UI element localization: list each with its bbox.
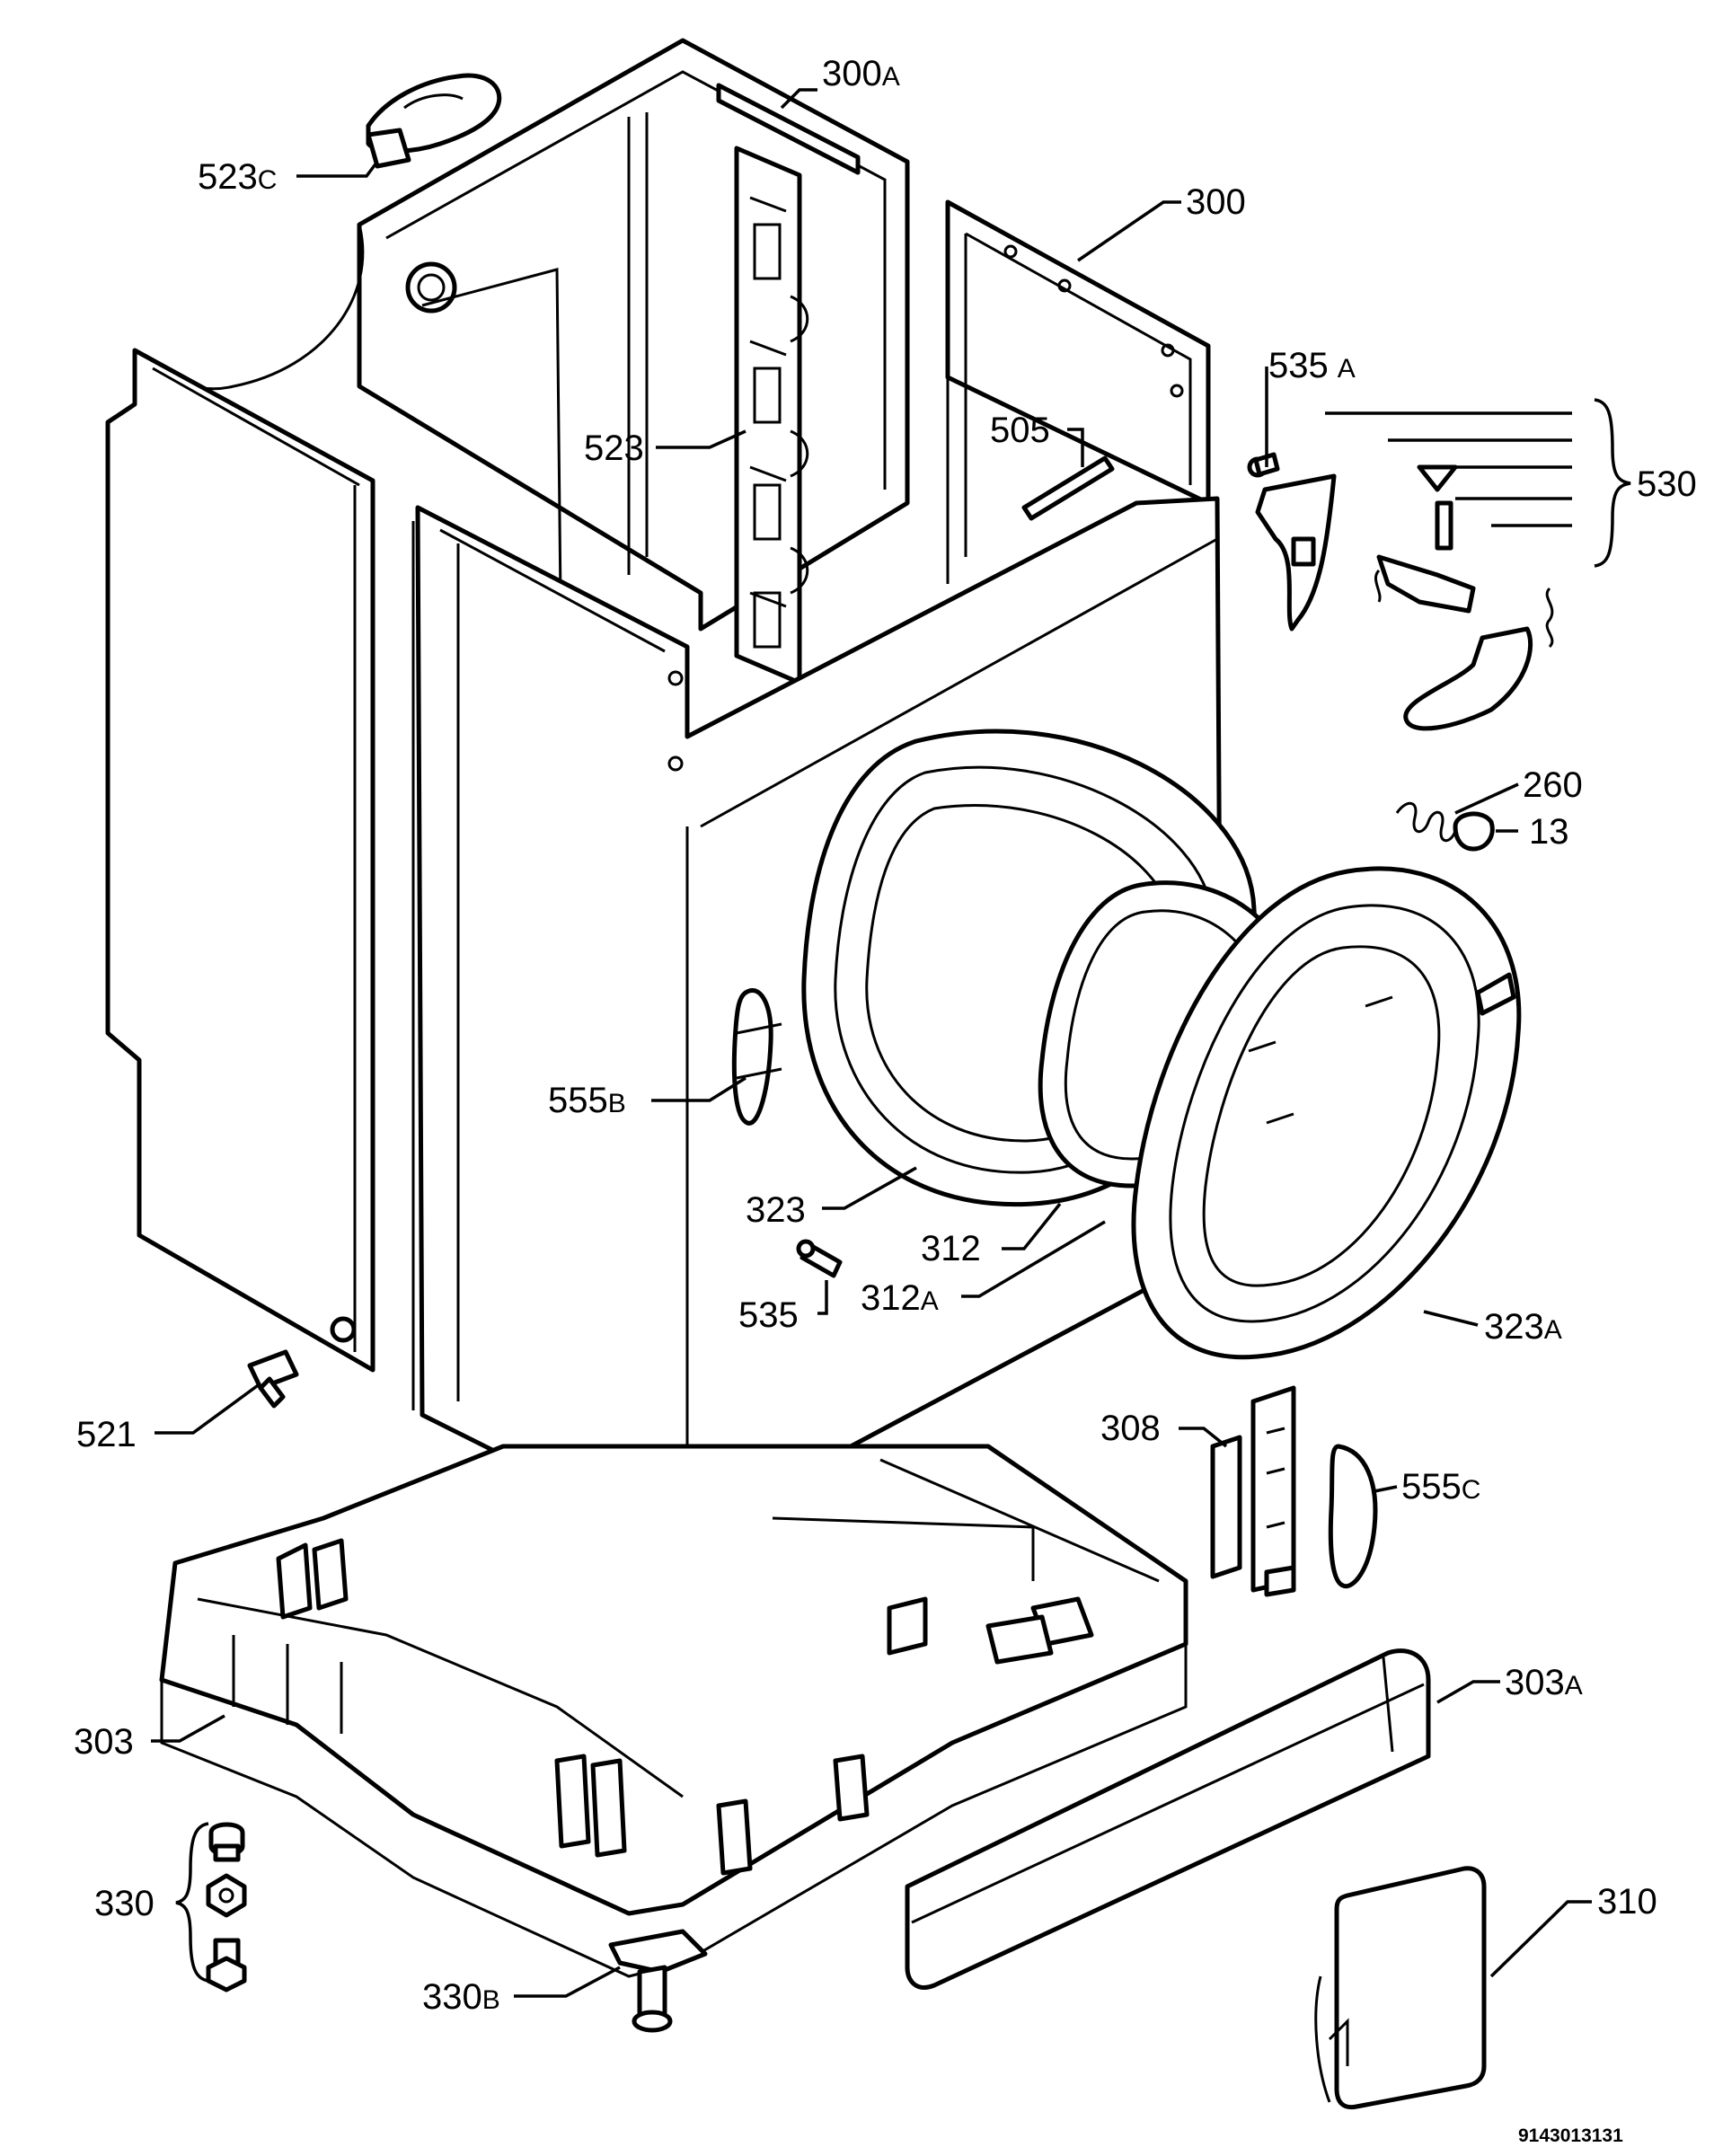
label-13: 13 [1529,812,1569,852]
label-260: 260 [1523,765,1583,805]
label-523: 523 [584,429,644,468]
foot-330b [608,1929,708,2033]
label-312: 312 [921,1229,981,1268]
spring-260 [1395,801,1457,843]
label-300: 300 [1186,182,1246,222]
label-310: 310 [1597,1882,1657,1922]
label-323: 323 [746,1190,806,1230]
label-330: 330 [94,1884,155,1923]
label-555b: 555B [548,1081,626,1120]
label-312a: 312A [861,1278,939,1318]
door-frame-323a [1131,866,1522,1360]
small-pin-535 [796,1239,843,1278]
label-323a: 323A [1484,1307,1562,1347]
support-rail-523 [734,146,809,685]
hinge-308 [1210,1385,1296,1597]
label-530: 530 [1637,464,1697,504]
left-side-panel [105,348,375,1373]
stop-13 [1453,811,1495,852]
cover-555c [1328,1444,1378,1589]
label-330b: 330B [422,1977,500,2017]
pin-505 [1021,455,1115,521]
label-308: 308 [1100,1409,1161,1448]
label-303: 303 [74,1722,134,1762]
label-303a: 303A [1505,1663,1583,1702]
screw-521 [247,1349,299,1409]
label-555c: 555C [1401,1467,1480,1507]
label-535: 535 [738,1295,799,1335]
leader-lines [151,88,1631,1998]
base-frame-303 [159,1444,1188,1978]
service-flap-310 [1314,1866,1487,2110]
door-handle-assembly-530 [1247,456,1554,731]
label-505: 505 [990,411,1050,450]
clip-523c [366,73,502,169]
label-523c: 523C [198,157,277,197]
foot-set-330 [206,1822,247,1993]
panel-clip-555b [731,988,782,1126]
kick-plate-303a [905,1648,1431,1990]
label-300a: 300A [822,54,900,93]
drawing-code: 9143013131 [1518,2125,1623,2146]
label-521: 521 [76,1415,137,1454]
